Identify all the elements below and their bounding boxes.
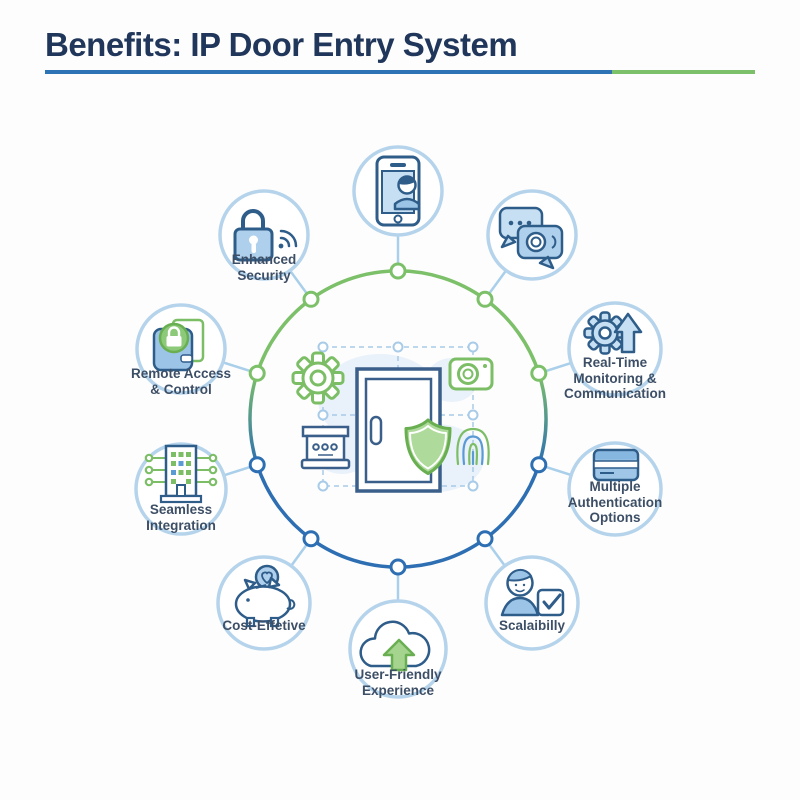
center-fingerprint-icon [456,427,490,466]
gear-up-arrow-icon [583,311,643,355]
label-multiple-authentication: Multiple Authentication Options [567,479,663,525]
piggy-bank-coin-icon [234,564,296,628]
label-cost-effective: Cost-Effetive [222,618,306,633]
label-enhanced-security: Enhanced Security [231,252,297,283]
padlock-wifi-icon [233,209,298,262]
center-intercom-keypad-icon [300,425,351,470]
center-gear-icon [291,351,345,405]
title-rule-green [612,70,755,74]
building-network-icon [144,444,218,504]
page-title: Benefits: IP Door Entry System [45,26,518,63]
label-seamless-integration: Seamless Integration [146,502,216,533]
center-camera-icon [448,357,494,391]
title-rule-blue [45,70,612,74]
label-user-friendly: User-Friendly Experience [354,667,442,698]
access-card-icon [592,448,640,482]
cloud-up-arrow-icon [359,620,431,672]
device-lock-icon [152,318,205,372]
label-real-time-monitoring: Real-Time Monitoring & Communication [563,355,666,401]
chat-camera-icon [498,206,564,270]
label-remote-access: Remote Access & Control [130,366,232,397]
smartphone-user-icon [375,155,421,227]
center-shield-icon [404,418,452,475]
person-check-icon [500,568,565,617]
ring-nodes [248,262,548,576]
label-scalability: Scalaibilly [498,618,566,633]
